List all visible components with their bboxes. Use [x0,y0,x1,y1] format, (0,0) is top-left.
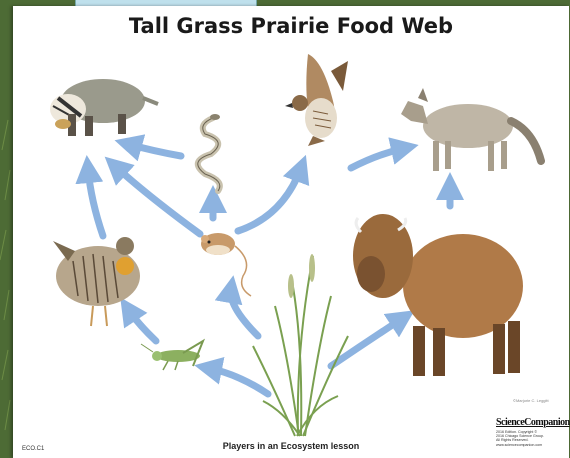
illustrator-credit: ©Marjorie C. Leggitt [513,398,549,403]
bison-icon [353,214,523,376]
arrow-chicken-to-badger [88,169,103,236]
food-web-card: Tall Grass Prairie Food Web [13,6,569,458]
wolf-icon [401,88,541,171]
grasshopper-icon [141,341,203,370]
lesson-title: Players in an Ecosystem lesson [13,441,569,451]
publisher-logo: ScienceCompanion [496,417,570,428]
arrow-snake-to-badger [128,144,181,156]
arrow-grass-to-mouse [231,289,258,336]
arrow-hawk-to-wolf [351,148,405,168]
arrow-grasshopper-to-chicken [128,309,156,341]
arrow-mouse-to-badger [115,166,200,234]
arrow-grass-to-grasshopper [208,368,268,394]
arrow-grass-to-bison [331,318,403,366]
snake-icon [198,114,220,191]
hawk-icon [285,54,348,146]
grass-icon [253,254,348,436]
mouse-icon [201,233,251,296]
badger-icon [50,79,158,136]
arrow-mouse-to-hawk [238,168,301,231]
food-web-diagram [13,6,569,458]
